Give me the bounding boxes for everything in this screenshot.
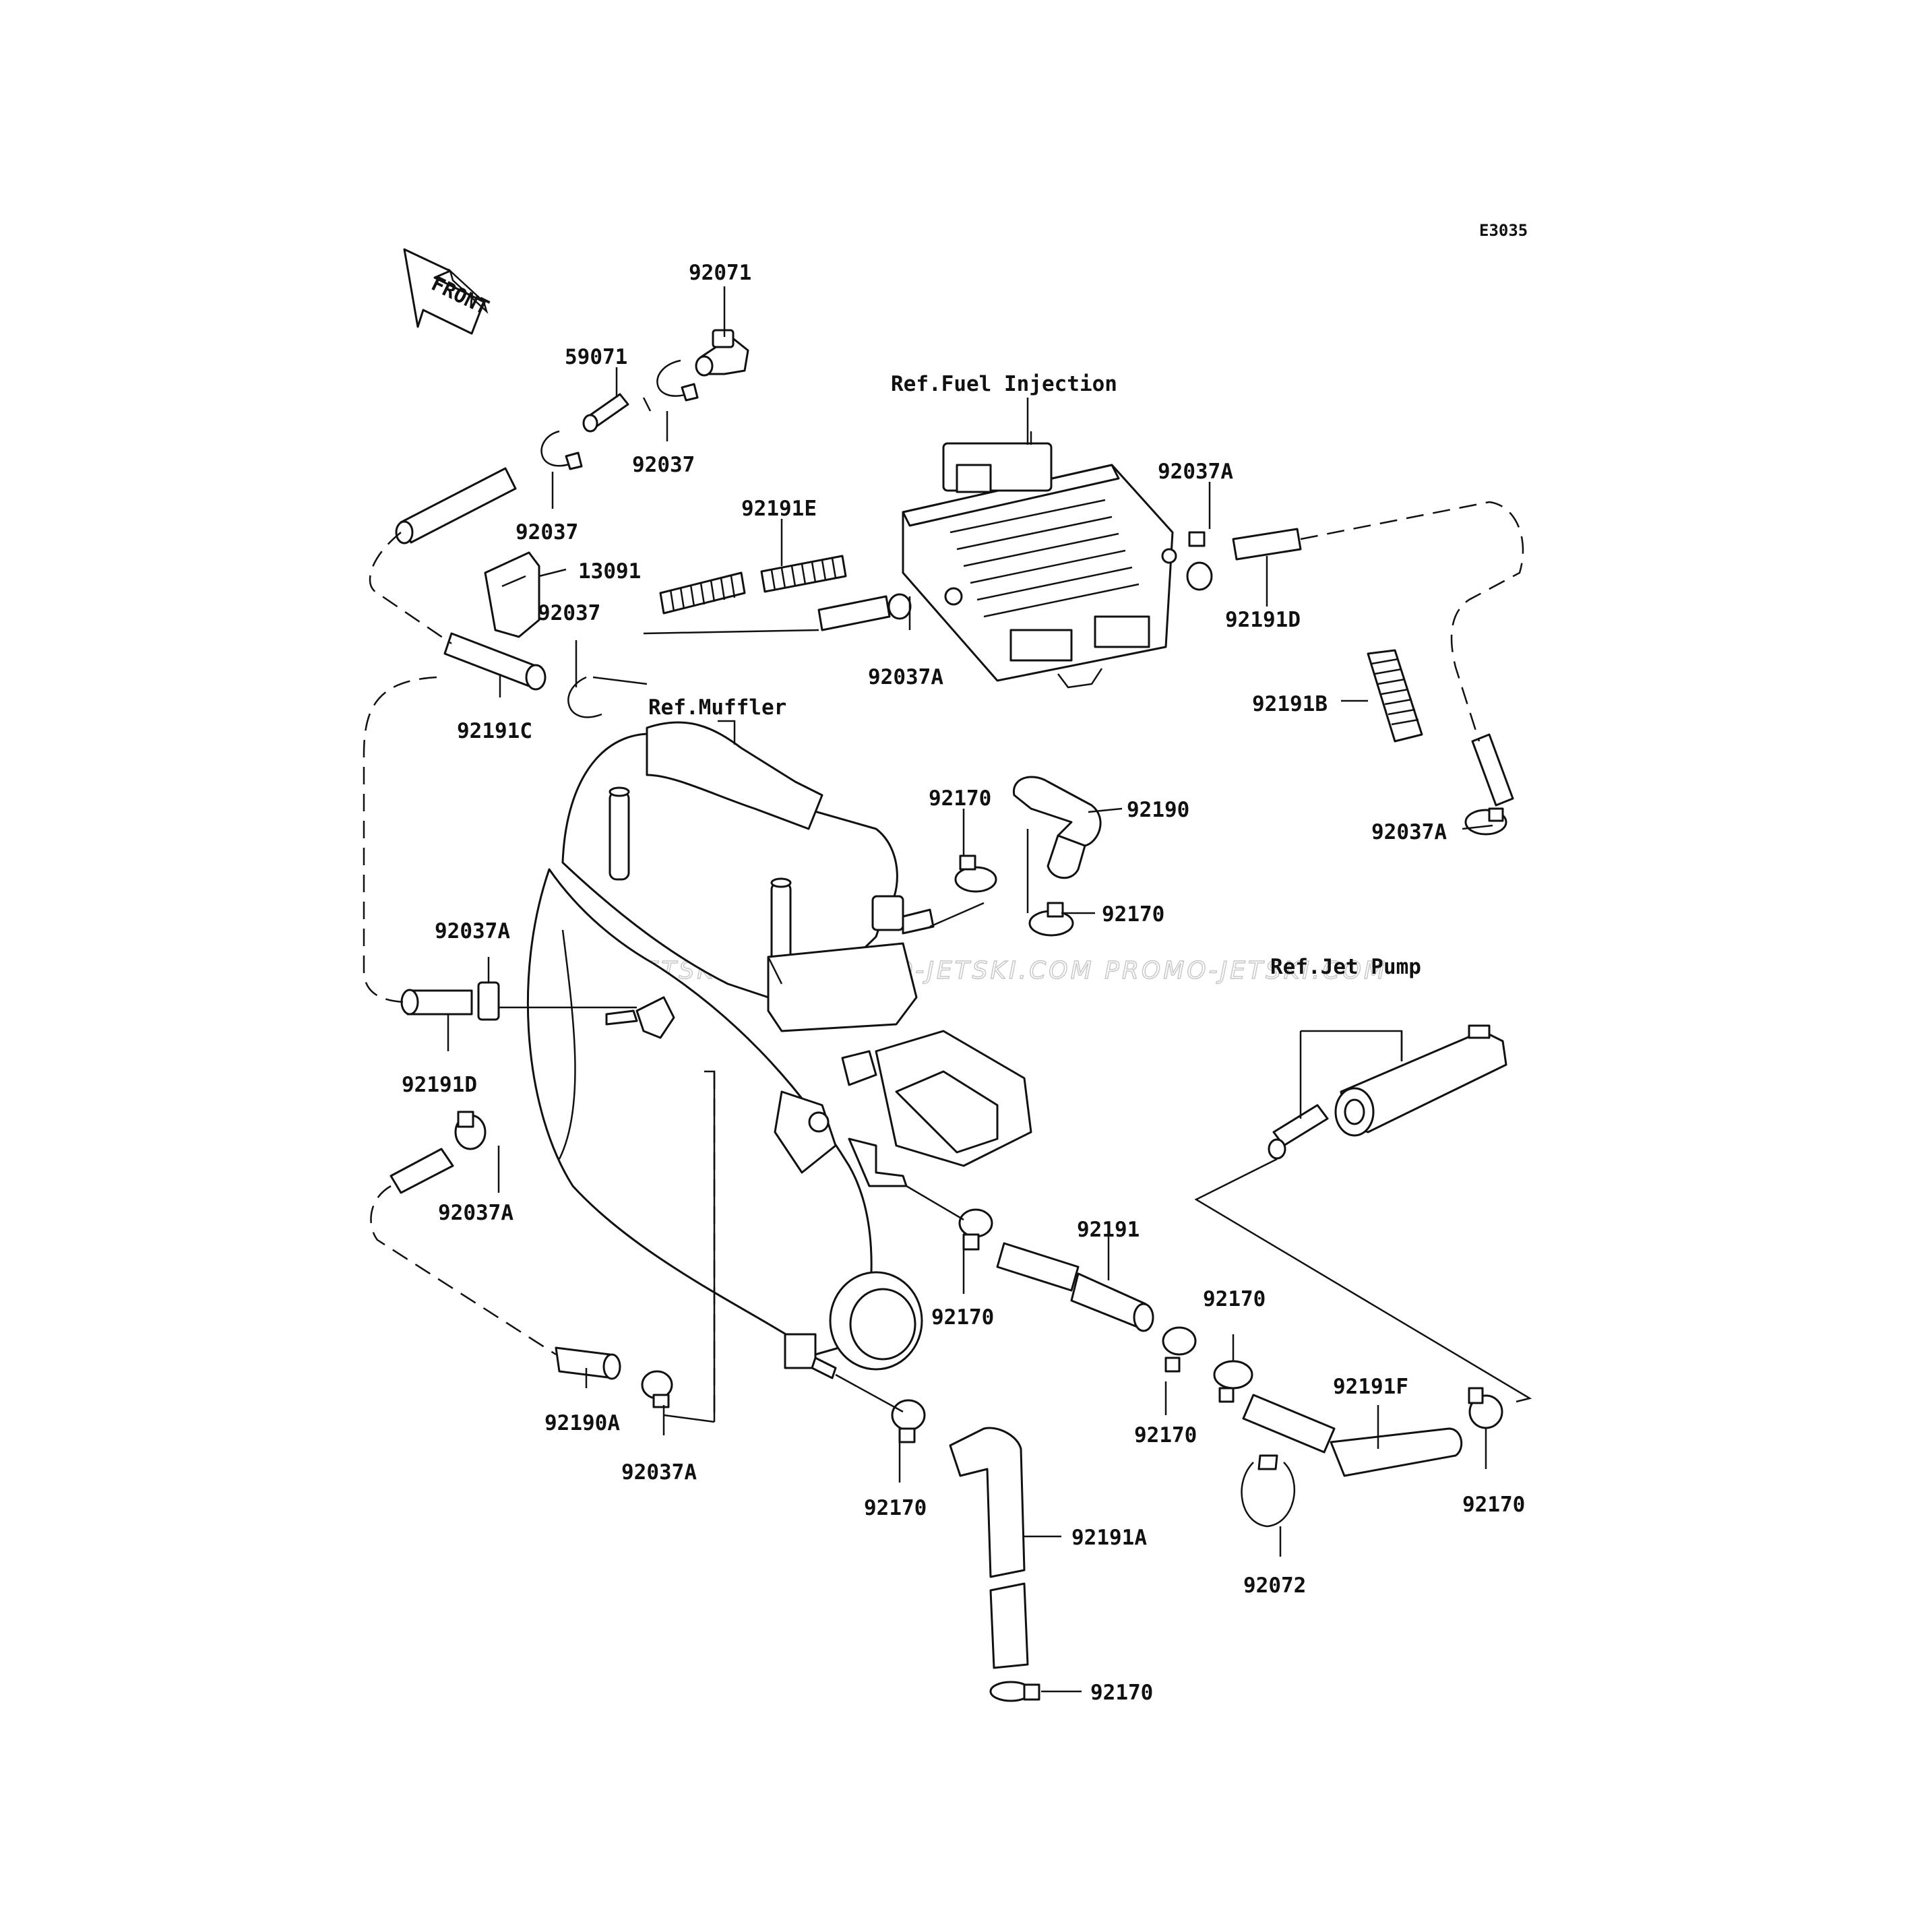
label-92170-g: 92170 xyxy=(1462,1493,1525,1517)
ecu-unit xyxy=(902,442,1177,689)
label-92191E: 92191E xyxy=(741,497,817,521)
ref-muffler: Ref.Muffler xyxy=(648,695,786,720)
label-92037-top: 92037 xyxy=(632,453,695,477)
label-92037A-bottom: 92037A xyxy=(621,1460,697,1485)
label-92170-h: 92170 xyxy=(1090,1681,1153,1705)
label-92037A-left: 92037A xyxy=(435,919,510,943)
label-92072: 92072 xyxy=(1243,1573,1306,1598)
label-92170-c: 92170 xyxy=(931,1305,994,1330)
label-92170-a: 92170 xyxy=(929,786,991,811)
label-92191A: 92191A xyxy=(1071,1526,1147,1550)
label-92037-left: 92037 xyxy=(516,520,578,544)
leader-lines xyxy=(363,286,1532,1693)
label-92190: 92190 xyxy=(1127,798,1189,822)
label-92170-d: 92170 xyxy=(1203,1287,1266,1311)
label-92191D-left: 92191D xyxy=(402,1073,477,1097)
muffler-body xyxy=(526,721,1032,1379)
label-13091: 13091 xyxy=(578,559,641,584)
label-92191F: 92191F xyxy=(1333,1375,1408,1399)
label-92071: 92071 xyxy=(689,261,751,285)
ref-fuel-injection: Ref.Fuel Injection xyxy=(891,372,1117,396)
label-92191C: 92191C xyxy=(457,719,532,743)
front-arrow-icon: FRONT xyxy=(403,248,493,335)
ref-jet-pump: Ref.Jet Pump xyxy=(1270,955,1421,979)
label-92037A-right: 92037A xyxy=(1371,820,1447,844)
part-labels: 92071 59071 92037 92037 13091 92037 9219… xyxy=(402,261,1525,1705)
label-92170-f: 92170 xyxy=(864,1496,927,1520)
jet-pump-fitting xyxy=(1268,1024,1507,1160)
label-92037A-ecu-right: 92037A xyxy=(1158,460,1233,484)
label-92191B: 92191B xyxy=(1252,692,1328,716)
label-92170-b: 92170 xyxy=(1102,902,1164,927)
figure-code: E3035 xyxy=(1479,221,1528,240)
label-92191D-right: 92191D xyxy=(1225,608,1301,632)
label-59071: 59071 xyxy=(565,345,627,369)
label-92037A-low: 92037A xyxy=(438,1201,513,1225)
hoses-and-clamps xyxy=(389,329,1514,1702)
label-92191: 92191 xyxy=(1077,1218,1140,1242)
label-92190A: 92190A xyxy=(544,1411,620,1435)
label-92037-mid: 92037 xyxy=(538,601,600,625)
label-92170-e: 92170 xyxy=(1134,1423,1197,1447)
label-92037A-ecu-left: 92037A xyxy=(868,665,943,689)
